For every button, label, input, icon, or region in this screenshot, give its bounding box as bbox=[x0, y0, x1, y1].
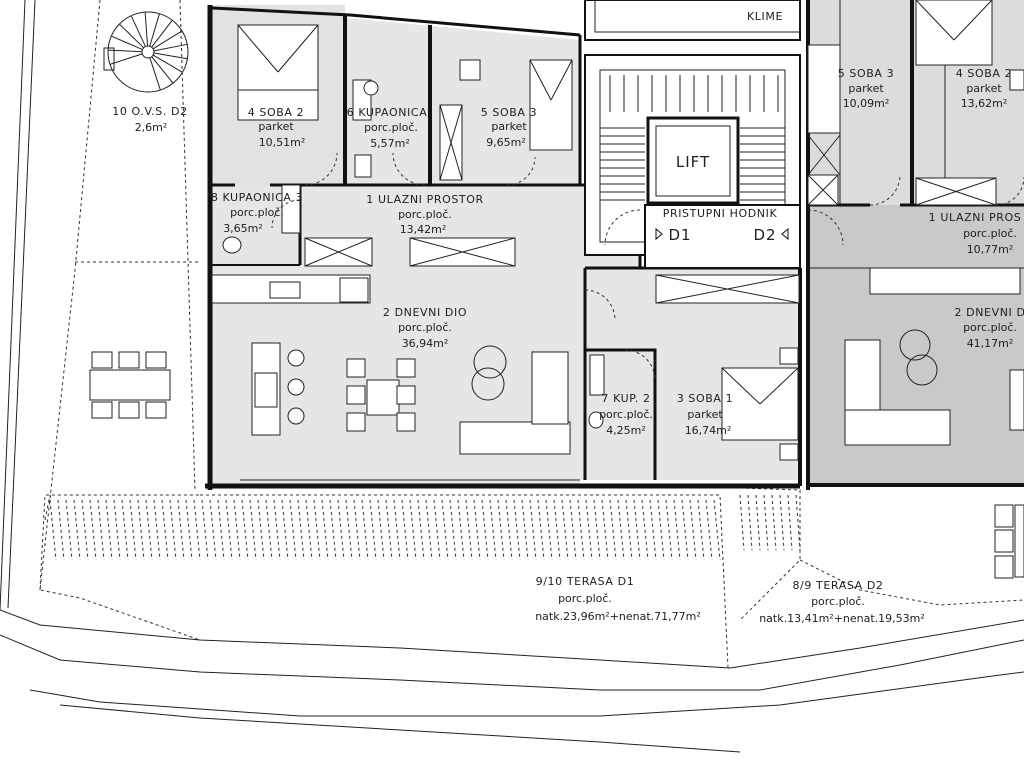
room-dnevni2-name: 2 DNEVNI DIO bbox=[383, 306, 467, 319]
room-d2-soba5-finish: parket bbox=[848, 82, 884, 95]
room-kup8-area: 3,65m² bbox=[223, 222, 263, 235]
room-terasa-d2-area: natk.13,41m²+nenat.19,53m² bbox=[759, 612, 925, 625]
hallway-label: PRISTUPNI HODNIK bbox=[663, 207, 778, 220]
room-dnevni2-finish: porc.ploč. bbox=[398, 321, 452, 334]
room-dnevni2-area: 36,94m² bbox=[402, 337, 449, 350]
room-soba5-finish: parket bbox=[491, 120, 527, 133]
door-d1-label: D1 bbox=[668, 226, 691, 244]
terrace-railing-hatch bbox=[49, 494, 801, 561]
room-kup7-finish: porc.ploč. bbox=[599, 408, 653, 421]
room-d2-ulaz1-area: 10,77m² bbox=[967, 243, 1014, 256]
room-kup7-area: 4,25m² bbox=[606, 424, 646, 437]
room-ovs10-name: 10 O.V.S. D2 bbox=[112, 105, 187, 118]
door-swings bbox=[271, 152, 1024, 381]
room-terasa-d2-finish: porc.ploč. bbox=[811, 595, 865, 608]
room-labels: 4 SOBA 2 parket 10,51m² 6 KUPAONICA porc… bbox=[112, 10, 1024, 625]
room-soba5-area: 9,65m² bbox=[486, 136, 526, 149]
room-soba3-name: 3 SOBA 1 bbox=[677, 392, 734, 405]
room-kup6-name: 6 KUPAONICA bbox=[347, 106, 428, 119]
room-terasa-d1-name: 9/10 TERASA D1 bbox=[536, 575, 635, 588]
room-ulaz1-area: 13,42m² bbox=[400, 223, 447, 236]
room-terasa-d2-name: 8/9 TERASA D2 bbox=[792, 579, 883, 592]
room-d2-soba4-finish: parket bbox=[966, 82, 1002, 95]
room-d2-dnevni2-finish: porc.ploč. bbox=[963, 321, 1017, 334]
room-kup6-area: 5,57m² bbox=[370, 137, 410, 150]
room-d2-dnevni2-area: 41,17m² bbox=[967, 337, 1014, 350]
room-ulaz1-name: 1 ULAZNI PROSTOR bbox=[366, 193, 484, 206]
room-d2-soba5-name: 5 SOBA 3 bbox=[838, 67, 895, 80]
room-d2-soba4-name: 4 SOBA 2 bbox=[956, 67, 1013, 80]
room-d2-dnevni2-name: 2 DNEVNI D bbox=[954, 306, 1024, 319]
spiral-stair bbox=[103, 11, 189, 93]
door-d2-label: D2 bbox=[753, 226, 776, 244]
room-soba4-area: 10,51m² bbox=[259, 136, 306, 149]
room-kup7-name: 7 KUP. 2 bbox=[601, 392, 650, 405]
furniture bbox=[89, 0, 1024, 579]
klime-label: KLIME bbox=[747, 10, 783, 23]
room-terasa-d1-area: natk.23,96m²+nenat.71,77m² bbox=[535, 610, 701, 623]
door-d2-arrow-icon bbox=[781, 227, 789, 241]
terrace-outline bbox=[39, 0, 1024, 669]
room-d2-ulaz1-name: 1 ULAZNI PROS bbox=[929, 211, 1022, 224]
room-soba4-name: 4 SOBA 2 bbox=[248, 106, 305, 119]
room-d2-soba4-area: 13,62m² bbox=[961, 97, 1008, 110]
core bbox=[584, 0, 801, 269]
room-soba3-area: 16,74m² bbox=[685, 424, 732, 437]
room-soba3-finish: parket bbox=[687, 408, 723, 421]
room-d2-ulaz1-finish: porc.ploč. bbox=[963, 227, 1017, 240]
room-d2-soba5-area: 10,09m² bbox=[843, 97, 890, 110]
lift-label: LIFT bbox=[676, 153, 710, 171]
door-d1-arrow-icon bbox=[655, 227, 663, 241]
room-kup6-finish: porc.ploč. bbox=[364, 121, 418, 134]
room-kup8-finish: porc.ploč. bbox=[230, 206, 284, 219]
room-ovs10-area: 2,6m² bbox=[135, 121, 168, 134]
room-kup8-name: 8 KUPAONICA 3 bbox=[211, 191, 303, 204]
room-terasa-d1-finish: porc.ploč. bbox=[558, 592, 612, 605]
room-soba4-finish: parket bbox=[258, 120, 294, 133]
room-soba5-name: 5 SOBA 3 bbox=[481, 106, 538, 119]
room-ulaz1-finish: porc.ploč. bbox=[398, 208, 452, 221]
